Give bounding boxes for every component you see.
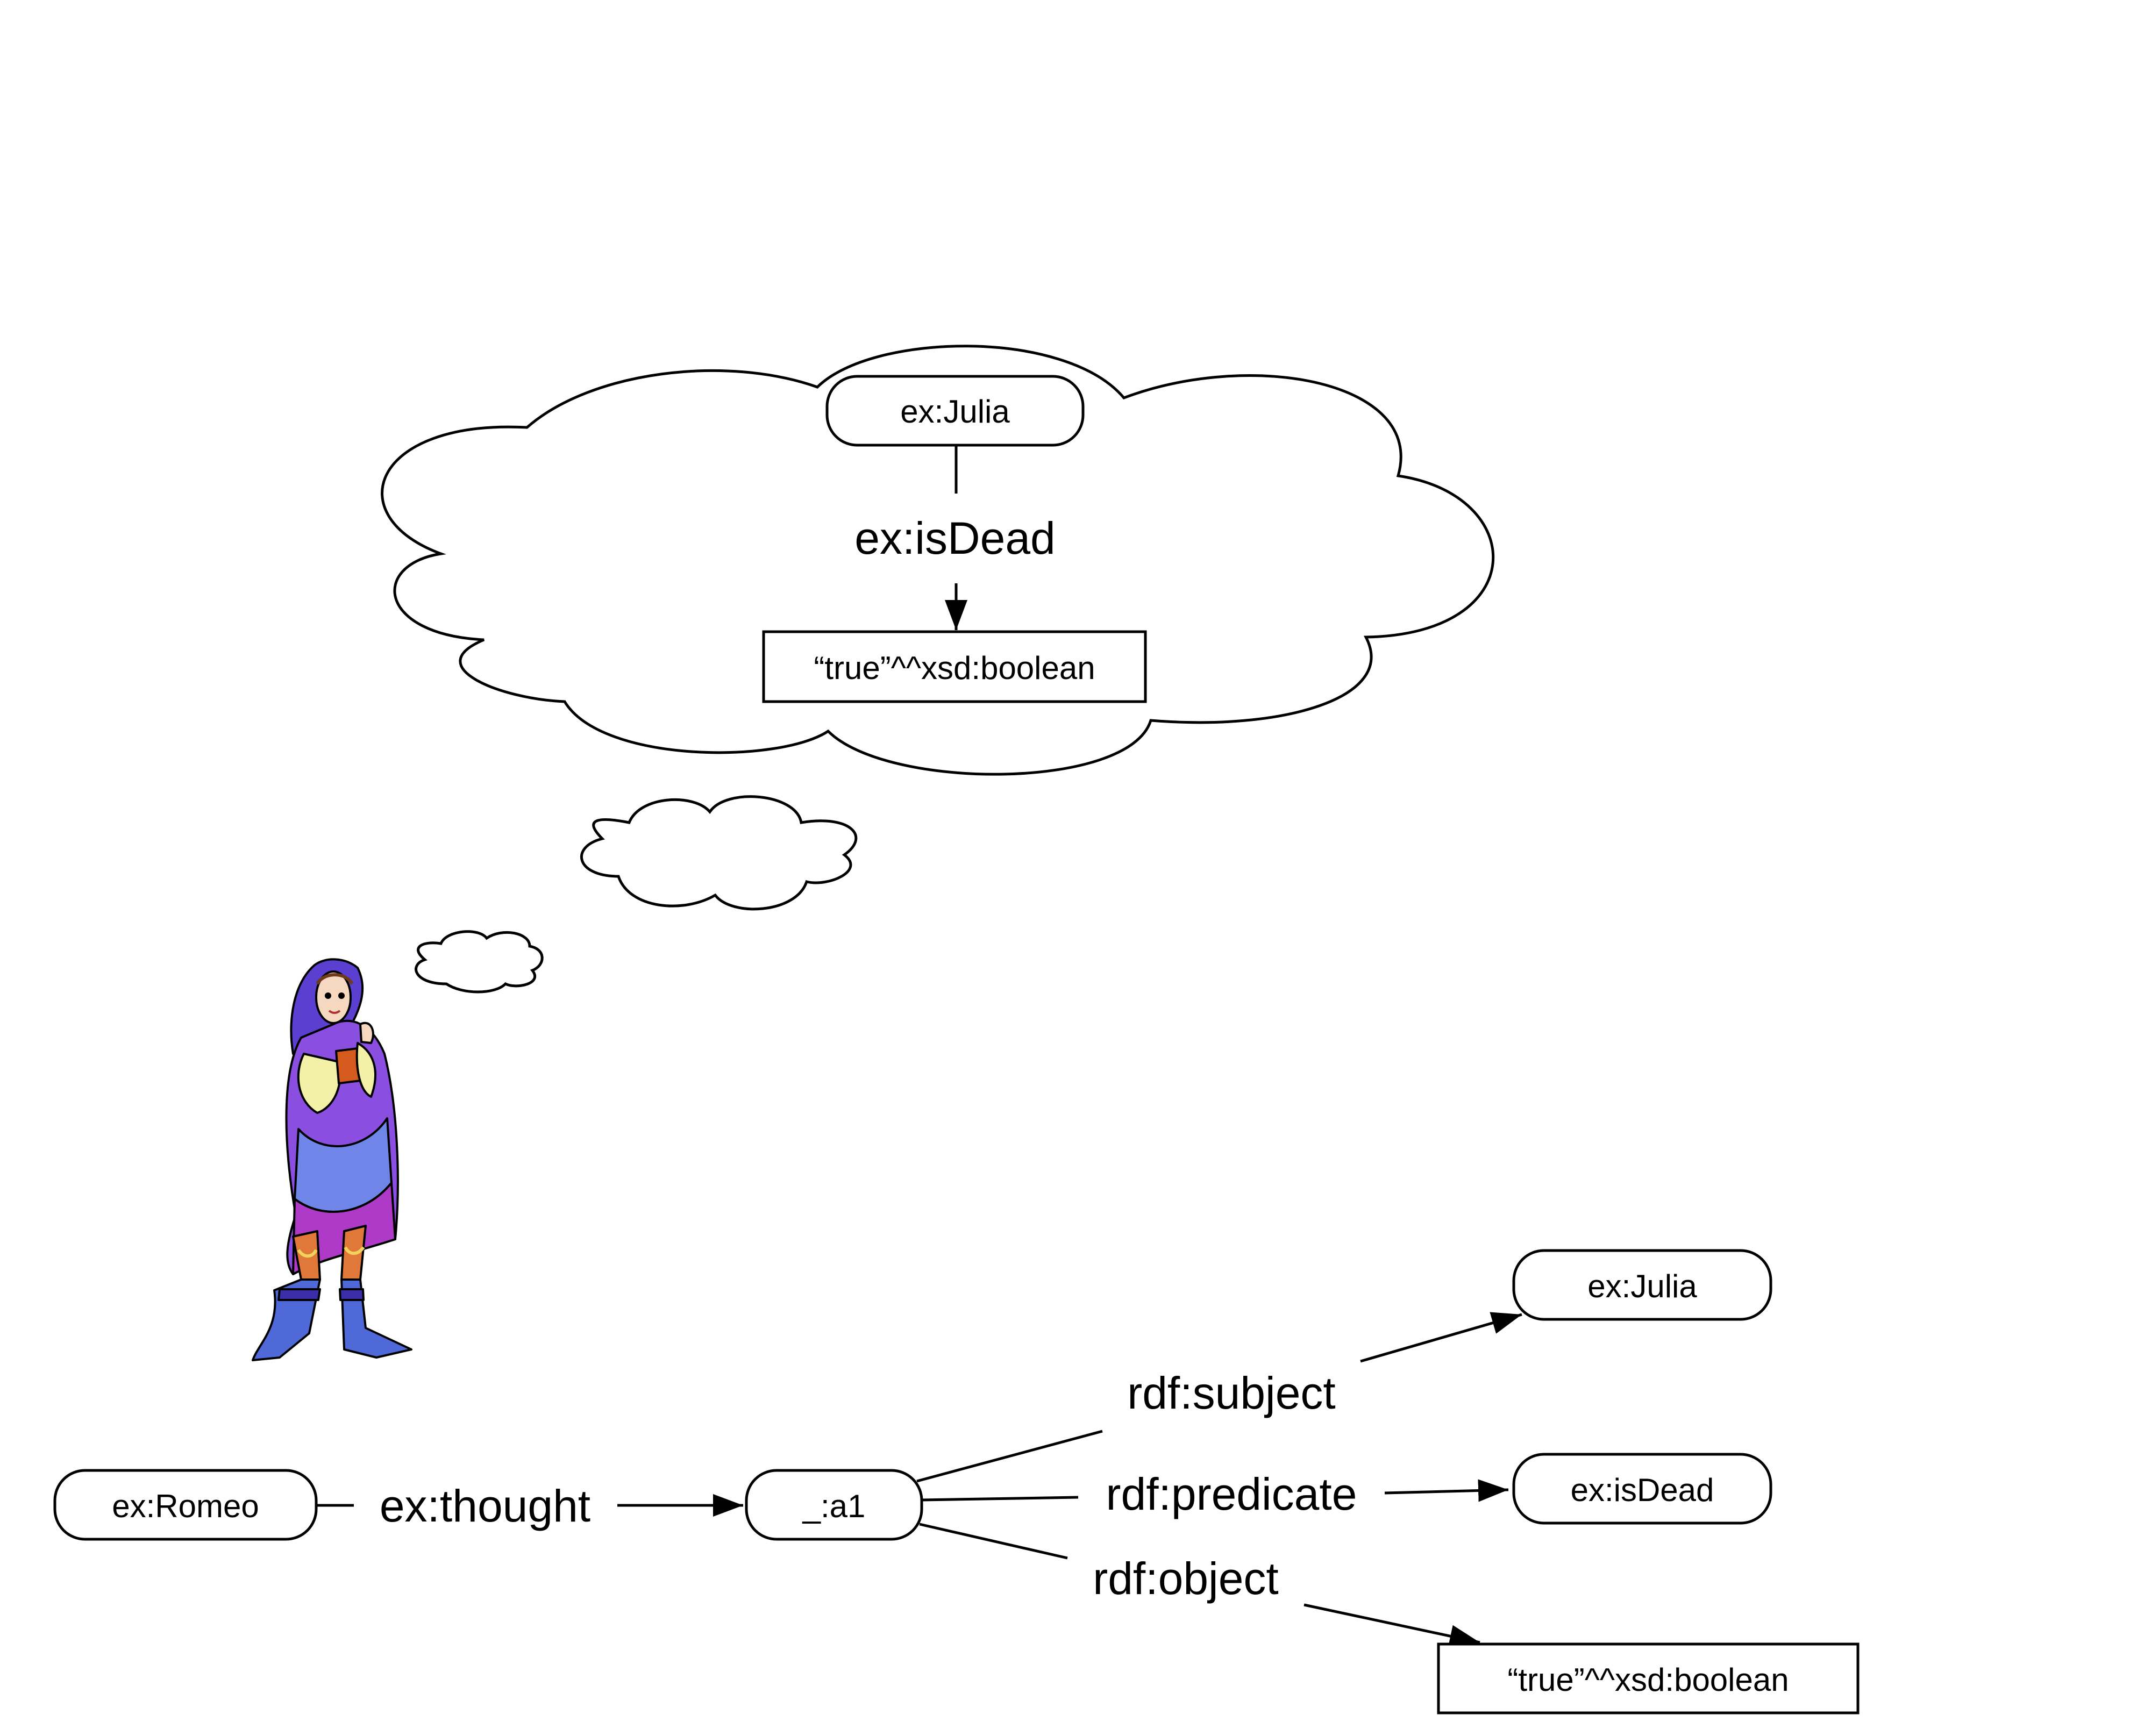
thought-cloud: [381, 345, 1495, 776]
node-julia: ex:Julia: [1512, 1249, 1772, 1321]
edge-subject-line: [916, 1430, 1103, 1483]
node-isdead-label: ex:isDead: [1571, 1472, 1714, 1508]
thought-bubble-small: [415, 930, 544, 994]
thought-subject-node: ex:Julia: [825, 375, 1085, 447]
node-romeo: ex:Romeo: [53, 1469, 318, 1541]
romeo-figure-icon: [252, 958, 412, 1361]
thought-predicate-label: ex:isDead: [854, 513, 1056, 563]
edge-object-label: rdf:object: [1093, 1553, 1279, 1604]
node-literal-label: “true”^^xsd:boolean: [1507, 1662, 1789, 1698]
node-blank-a1: _:a1: [745, 1469, 923, 1541]
edge-predicate-label: rdf:predicate: [1106, 1469, 1357, 1519]
edge-subject-label: rdf:subject: [1127, 1368, 1336, 1418]
edge-object-arrow: [1303, 1603, 1480, 1647]
thought-object-label: “true”^^xsd:boolean: [814, 650, 1095, 686]
thought-bubble-medium: [580, 795, 858, 911]
node-blank-a1-label: _:a1: [802, 1488, 866, 1524]
edge-predicate-line: [921, 1496, 1079, 1502]
node-julia-label: ex:Julia: [1587, 1268, 1697, 1304]
node-literal: “true”^^xsd:boolean: [1437, 1642, 1860, 1714]
node-romeo-label: ex:Romeo: [112, 1488, 259, 1524]
edge-thought-label: ex:thought: [380, 1481, 590, 1531]
edge-subject-arrow: [1360, 1312, 1522, 1363]
node-isdead: ex:isDead: [1512, 1453, 1772, 1525]
thought-subject-label: ex:Julia: [900, 394, 1010, 430]
thought-object-node: “true”^^xsd:boolean: [762, 630, 1147, 703]
edge-predicate-arrow: [1384, 1479, 1509, 1502]
edge-object-line: [919, 1523, 1068, 1560]
